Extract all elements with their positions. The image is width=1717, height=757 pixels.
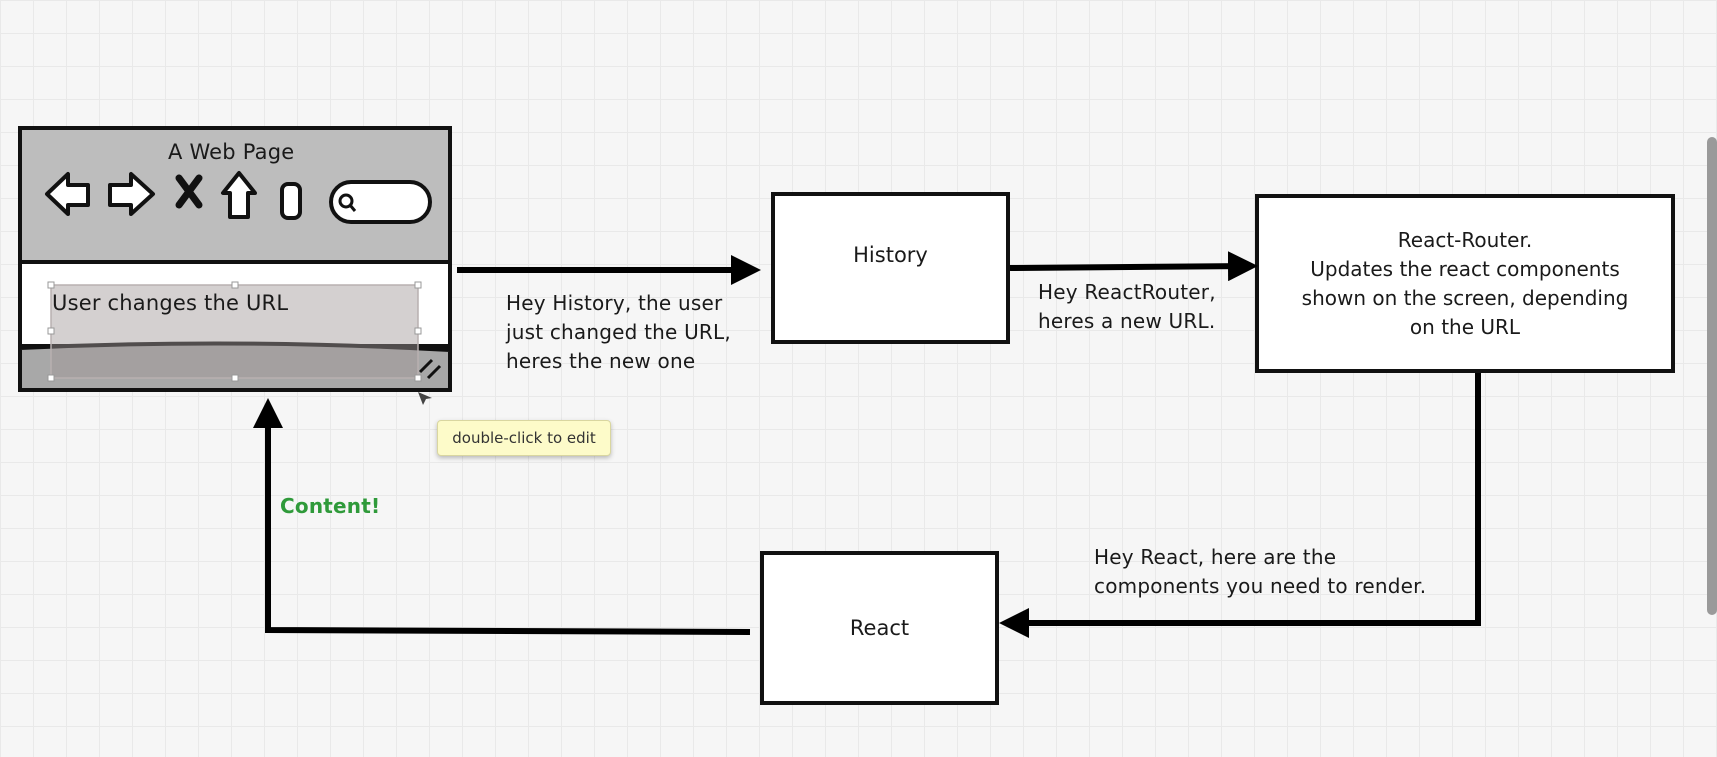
search-box-icon <box>329 180 432 224</box>
home-icon <box>221 171 257 219</box>
mouse-cursor-icon <box>418 392 432 405</box>
react-router-box[interactable] <box>1255 194 1675 373</box>
browser-title: A Web Page <box>168 140 295 164</box>
react-label: React <box>849 616 910 640</box>
arrow-router-to-react <box>999 373 1481 638</box>
history-box[interactable] <box>771 192 1010 344</box>
url-field-text[interactable]: User changes the URL <box>52 291 289 315</box>
url-selection-field[interactable] <box>50 284 419 379</box>
vertical-scrollbar[interactable] <box>1707 137 1717 615</box>
browser-body <box>18 260 452 348</box>
edge-label-content: Content! <box>280 494 381 518</box>
arrow-react-to-browser <box>253 398 751 635</box>
arrow-history-to-router <box>1009 251 1258 282</box>
history-label: History <box>853 243 928 267</box>
edge-label-router-react: Hey React, here are the components you n… <box>1094 545 1427 598</box>
react-box[interactable] <box>760 551 999 705</box>
edit-tooltip: double-click to edit <box>437 420 611 456</box>
react-router-line3: on the URL <box>1409 315 1521 339</box>
react-router-line1: Updates the react components <box>1310 257 1620 281</box>
forward-arrow-icon <box>108 172 155 216</box>
refresh-icon <box>280 182 302 220</box>
resize-grip-icon[interactable] <box>418 358 442 380</box>
react-router-line2: shown on the screen, depending <box>1301 286 1629 310</box>
react-router-title: React-Router. <box>1397 228 1533 252</box>
edge-label-history-router: Hey ReactRouter, heres a new URL. <box>1038 280 1216 333</box>
selection-handles[interactable] <box>47 281 422 382</box>
edge-label-browser-history: Hey History, the user just changed the U… <box>506 291 731 373</box>
close-x-icon <box>175 174 203 209</box>
react-router-text: React-Router. Updates the react componen… <box>1257 226 1673 342</box>
browser-mockup[interactable] <box>18 126 452 405</box>
back-arrow-icon <box>45 172 90 216</box>
search-icon <box>338 193 354 209</box>
